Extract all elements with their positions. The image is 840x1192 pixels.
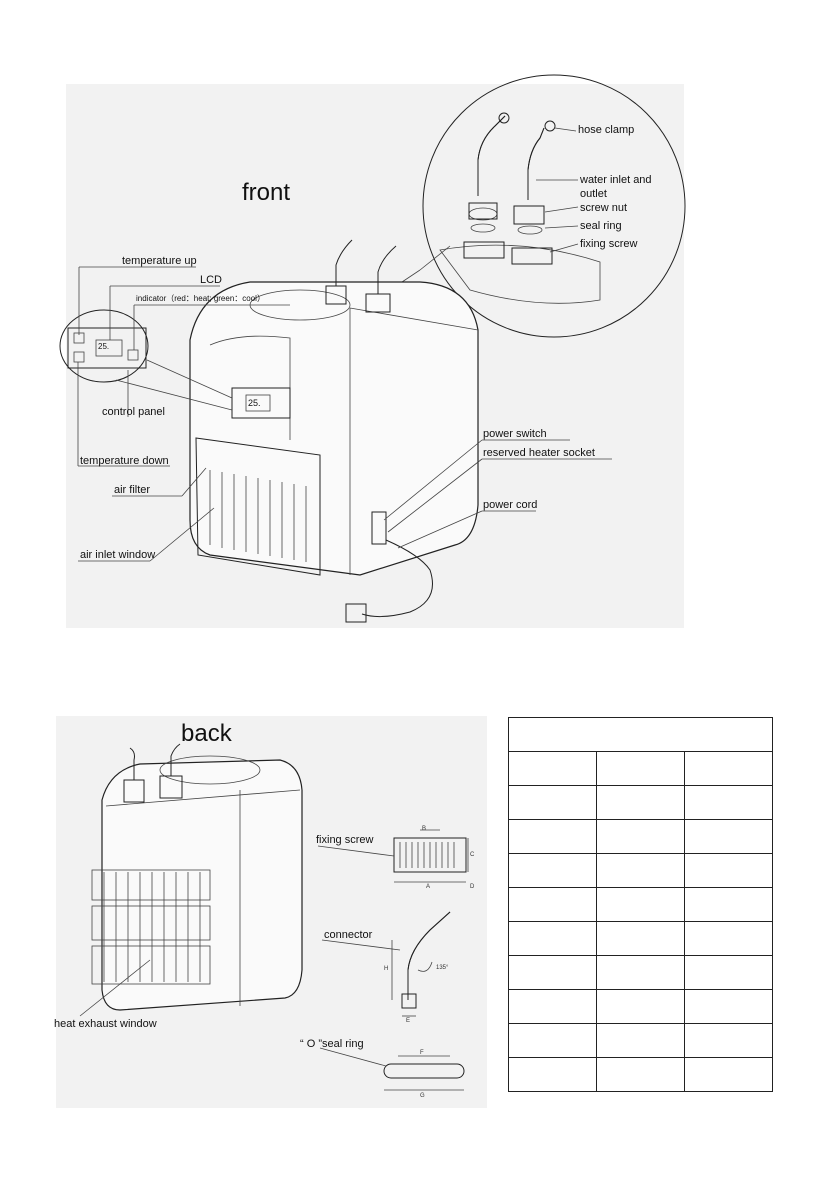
lcd-reading-zoom: 25.	[98, 342, 110, 351]
dim-letter-a: A	[426, 884, 431, 890]
label-fixing-screw-back: fixing screw	[316, 834, 374, 846]
label-o-seal-ring: “ O ”seal ring	[300, 1038, 364, 1050]
label-reserved-heater-socket: reserved heater socket	[483, 447, 595, 459]
table-row	[508, 785, 773, 820]
table-row	[508, 751, 773, 786]
table-row	[508, 1023, 773, 1058]
table-row	[508, 955, 773, 990]
table-row	[508, 989, 773, 1024]
label-temperature-down: temperature down	[80, 455, 169, 467]
label-power-cord: power cord	[483, 499, 538, 511]
dim-letter-b: B	[422, 826, 427, 832]
label-temperature-up: temperature up	[122, 255, 197, 267]
label-control-panel: control panel	[102, 406, 165, 418]
dim-angle: 135°	[436, 965, 449, 971]
lcd-reading: 25.	[248, 398, 261, 408]
label-connector: connector	[324, 929, 373, 941]
label-heat-exhaust-window: heat exhaust window	[54, 1018, 157, 1030]
table-row	[508, 819, 773, 854]
dim-letter-d: D	[470, 884, 475, 890]
dim-letter-f: F	[420, 1050, 424, 1056]
label-air-filter: air filter	[114, 484, 151, 496]
back-title: back	[181, 720, 232, 747]
dim-letter-c: C	[470, 852, 475, 858]
label-water-inlet-line1: water inlet and	[580, 174, 652, 186]
label-lcd: LCD	[200, 274, 223, 286]
label-seal-ring: seal ring	[580, 220, 622, 232]
label-fixing-screw: fixing screw	[580, 238, 638, 250]
label-hose-clamp: hose clamp	[578, 124, 635, 136]
label-screw-nut: screw nut	[580, 202, 628, 214]
table-row	[508, 887, 773, 922]
label-air-inlet-window: air inlet window	[80, 549, 156, 561]
dim-letter-g: G	[420, 1093, 425, 1099]
dim-letter-e: E	[406, 1018, 411, 1024]
table-header-row	[508, 717, 773, 752]
table-row	[508, 1057, 773, 1092]
label-water-inlet-line2: outlet	[580, 188, 607, 200]
label-power-switch: power switch	[483, 428, 547, 440]
table-row	[508, 853, 773, 888]
table-row	[508, 921, 773, 956]
label-indicator: indicator（red：heat; green：cool）	[136, 294, 265, 303]
specification-table	[508, 717, 773, 1092]
dim-letter-h: H	[384, 966, 389, 972]
front-title: front	[242, 179, 291, 206]
